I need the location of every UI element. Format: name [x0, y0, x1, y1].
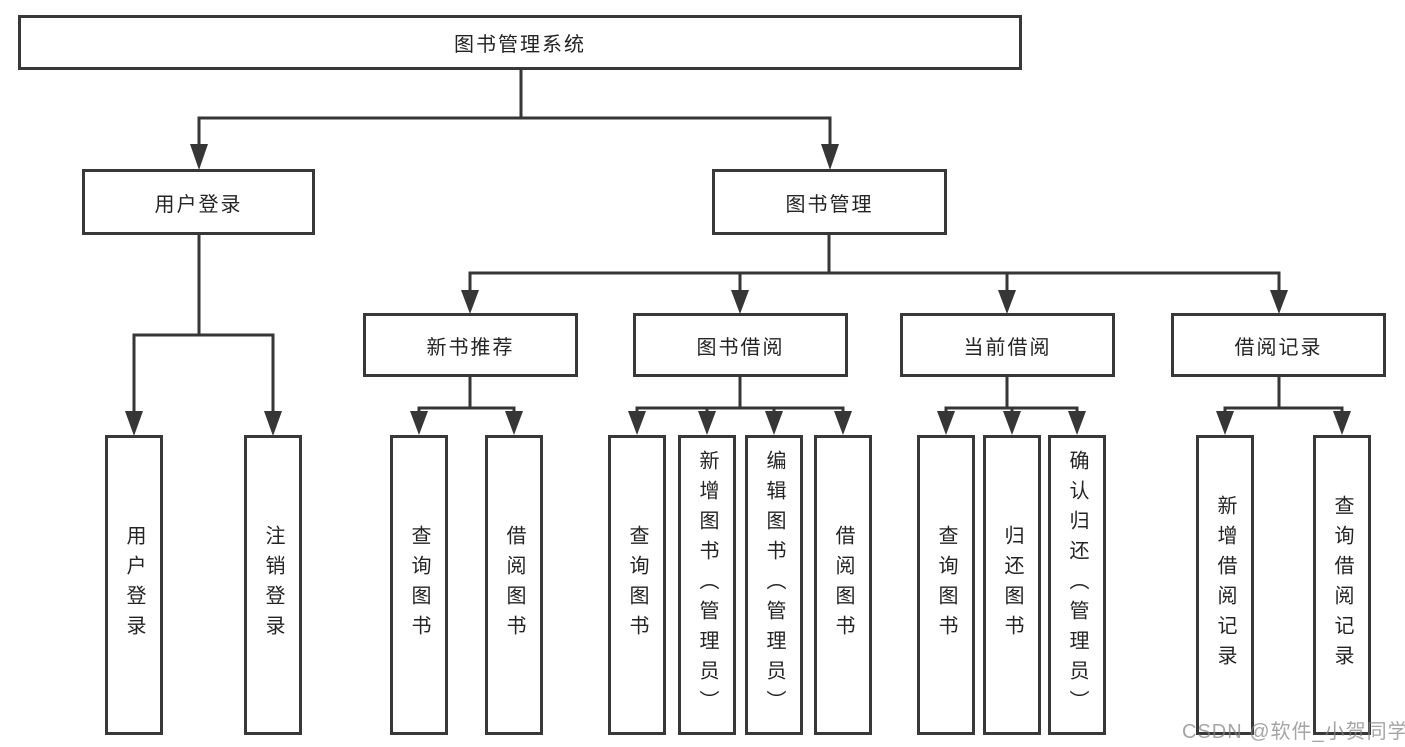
leaf-return-books-label: 归还图书 — [1001, 525, 1023, 645]
leaf-return-books: 归还图书 — [983, 435, 1041, 735]
connectors-book-management-to-level3 — [461, 235, 1288, 314]
leaf-user-login: 用户登录 — [105, 435, 163, 735]
connectors-current-borrowing-group — [937, 377, 1086, 435]
node-book-borrowing: 图书借阅 — [633, 313, 848, 377]
leaf-borrow-books-recommend: 借阅图书 — [485, 435, 543, 735]
node-root-system: 图书管理系统 — [18, 15, 1022, 70]
node-book-management: 图书管理 — [712, 169, 947, 235]
leaf-query-borrow-record-label: 查询借阅记录 — [1331, 495, 1353, 675]
node-current-borrowing: 当前借阅 — [900, 313, 1115, 377]
leaf-confirm-return-admin-label: 确认归还（管理员） — [1066, 450, 1088, 720]
leaf-query-books-recommend-label: 查询图书 — [408, 525, 430, 645]
leaf-add-books-admin-label: 新增图书（管理员） — [696, 450, 718, 720]
leaf-query-books-current-label: 查询图书 — [935, 525, 957, 645]
connectors-new-book-recommendation-group — [410, 377, 523, 435]
leaf-query-books-current: 查询图书 — [917, 435, 975, 735]
leaf-borrow-books-borrowing-label: 借阅图书 — [832, 525, 854, 645]
leaf-add-borrow-record-label: 新增借阅记录 — [1214, 495, 1236, 675]
leaf-logout-label: 注销登录 — [262, 525, 284, 645]
connectors-user-login-group — [125, 235, 282, 436]
leaf-edit-books-admin: 编辑图书（管理员） — [745, 435, 803, 735]
leaf-query-borrow-record: 查询借阅记录 — [1313, 435, 1371, 735]
node-new-book-recommendation: 新书推荐 — [363, 313, 578, 377]
csdn-watermark: CSDN @软件_小贺同学 — [1182, 721, 1405, 743]
leaf-borrow-books-borrowing: 借阅图书 — [814, 435, 872, 735]
leaf-query-books-recommend: 查询图书 — [390, 435, 448, 735]
connectors-book-borrowing-group — [628, 377, 852, 435]
leaf-confirm-return-admin: 确认归还（管理员） — [1048, 435, 1106, 735]
leaf-edit-books-admin-label: 编辑图书（管理员） — [763, 450, 785, 720]
connectors-root-to-level2 — [190, 70, 839, 170]
leaf-add-borrow-record: 新增借阅记录 — [1196, 435, 1254, 735]
connectors-borrowing-records-group — [1216, 377, 1351, 435]
node-user-login: 用户登录 — [82, 169, 315, 235]
leaf-user-login-label: 用户登录 — [123, 525, 145, 645]
leaf-logout: 注销登录 — [244, 435, 302, 735]
leaf-query-books-borrowing-label: 查询图书 — [626, 525, 648, 645]
leaf-add-books-admin: 新增图书（管理员） — [678, 435, 736, 735]
leaf-query-books-borrowing: 查询图书 — [608, 435, 666, 735]
leaf-borrow-books-recommend-label: 借阅图书 — [503, 525, 525, 645]
node-borrowing-records: 借阅记录 — [1171, 313, 1386, 377]
